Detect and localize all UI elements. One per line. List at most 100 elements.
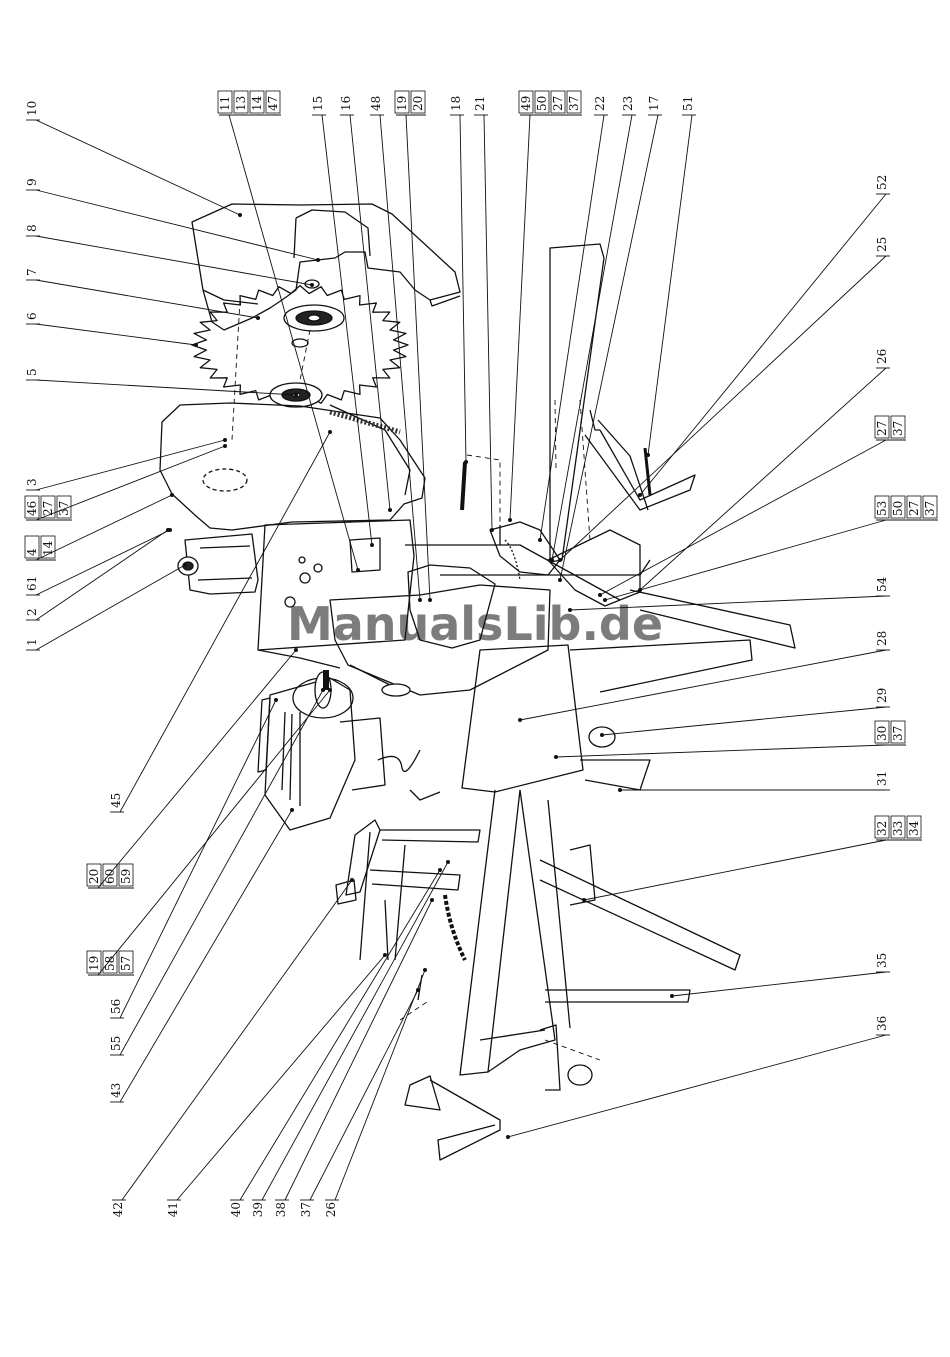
upper-right-frame — [462, 410, 695, 545]
leader-arrow — [223, 438, 227, 442]
leader-line — [36, 120, 240, 215]
leader-line — [640, 368, 886, 590]
part-number: 51 — [681, 96, 695, 111]
part-number: 58 — [103, 956, 117, 971]
callout-top-51: 51 — [646, 96, 696, 457]
leader-arrow — [464, 460, 468, 464]
leader-arrow — [316, 258, 320, 262]
part-number: 47 — [266, 96, 280, 111]
part-number: 57 — [119, 956, 133, 971]
part-number: 31 — [875, 771, 889, 786]
callout-left-1: 1 — [25, 563, 187, 650]
leader-line — [602, 707, 886, 735]
callout-right-31: 31 — [618, 771, 890, 792]
part-number: 50 — [891, 501, 905, 516]
callout-left-55: 55 — [109, 688, 325, 1055]
part-number: 27 — [907, 501, 921, 516]
callout-top-9: 9 — [25, 178, 320, 262]
leader-line — [36, 440, 225, 490]
leader-line — [552, 115, 632, 560]
callout-top-18: 18 — [449, 96, 468, 464]
part-number: 11 — [218, 96, 232, 111]
leader-line — [98, 690, 330, 975]
watermark: ManualsLib.de — [287, 597, 663, 651]
leader-arrow — [438, 868, 442, 872]
part-number: 27 — [875, 421, 889, 436]
leader-arrow — [370, 543, 374, 547]
leader-arrow — [518, 718, 522, 722]
part-number: 37 — [299, 1202, 313, 1217]
leader-arrow — [490, 528, 494, 532]
small-gear-motor — [178, 534, 258, 594]
leader-arrow — [582, 898, 586, 902]
leader-line — [406, 115, 430, 600]
part-number: 32 — [875, 821, 889, 836]
leader-line — [600, 440, 886, 595]
leader-line — [510, 115, 530, 520]
leader-arrow — [328, 430, 332, 434]
leader-line — [648, 115, 692, 455]
part-number: 37 — [891, 726, 905, 741]
callout-top-5: 5 — [25, 368, 298, 397]
part-number: 17 — [647, 96, 661, 111]
part-number: 37 — [57, 501, 71, 516]
callout-left-3: 3 — [25, 438, 227, 490]
part-number: 20 — [87, 869, 101, 884]
callout-right-36: 36 — [506, 1016, 890, 1139]
leader-arrow — [538, 538, 542, 542]
part-number: 52 — [875, 175, 889, 190]
leader-arrow — [600, 733, 604, 737]
callout-top-8: 8 — [25, 224, 314, 287]
leader-line — [36, 530, 168, 620]
part-number: 25 — [875, 237, 889, 252]
part-number: 1 — [25, 638, 39, 646]
leader-line — [520, 650, 886, 720]
part-number: 10 — [25, 101, 39, 116]
leader-arrow — [554, 755, 558, 759]
leader-line — [484, 115, 492, 530]
leader-arrow — [274, 698, 278, 702]
part-number: 16 — [339, 96, 353, 111]
leader-line — [36, 280, 258, 318]
part-number: 27 — [551, 96, 565, 111]
part-number: 20 — [411, 96, 425, 111]
leader-line — [460, 115, 466, 462]
callout-top-21: 21 — [473, 96, 494, 532]
callout-bottom-39: 39 — [251, 860, 450, 1217]
leader-line — [605, 520, 886, 600]
leader-arrow — [170, 493, 174, 497]
part-number: 14 — [250, 95, 264, 111]
callout-bottom-40: 40 — [229, 868, 442, 1217]
leader-arrow — [310, 283, 314, 287]
part-number: 22 — [593, 96, 607, 111]
part-number: 2 — [25, 608, 39, 616]
part-number: 48 — [369, 96, 383, 111]
leader-arrow — [183, 563, 187, 567]
part-number: 26 — [324, 1202, 338, 1217]
leader-arrow — [328, 688, 332, 692]
part-number: 41 — [166, 1202, 180, 1217]
part-number: 49 — [519, 96, 533, 111]
leader-arrow — [508, 518, 512, 522]
part-number: 19 — [395, 96, 409, 111]
part-number: 33 — [891, 821, 905, 836]
part-number: 27 — [41, 501, 55, 516]
part-number: 40 — [229, 1202, 243, 1217]
machine-drawing — [160, 204, 795, 1160]
leader-arrow — [166, 528, 170, 532]
part-number: 23 — [621, 96, 635, 111]
leader-arrow — [558, 558, 562, 562]
part-number: 55 — [109, 1036, 123, 1051]
callout-top-10: 10 — [25, 101, 242, 217]
leader-arrow — [558, 578, 562, 582]
part-number: 6 — [25, 312, 39, 320]
part-number: 46 — [25, 501, 39, 516]
callout-right-26: 26 — [638, 349, 890, 592]
part-number: 21 — [473, 96, 487, 111]
leader-arrow — [194, 343, 198, 347]
leader-arrow — [383, 953, 387, 957]
leader-arrow — [388, 508, 392, 512]
